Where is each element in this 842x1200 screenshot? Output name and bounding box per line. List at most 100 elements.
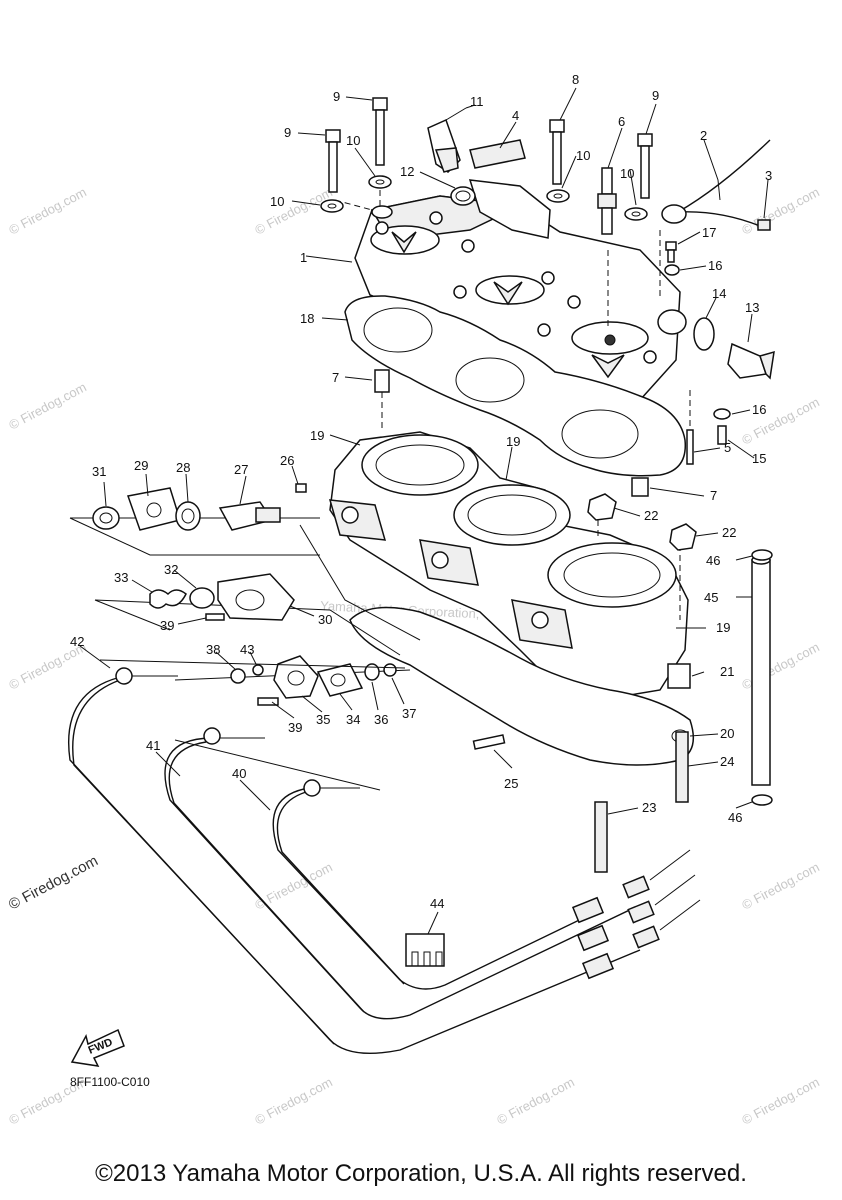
clip-46-bottom	[751, 794, 773, 806]
o-ring-14	[693, 317, 715, 351]
callout-34: 34	[346, 712, 360, 727]
cylinder-block	[328, 431, 689, 701]
copyright-notice: ©2013 Yamaha Motor Corporation, U.S.A. A…	[95, 1160, 747, 1187]
callout-11: 11	[470, 94, 484, 109]
callout-32: 32	[164, 562, 178, 577]
callout-19-right: 19	[716, 620, 730, 635]
callout-41: 41	[146, 738, 160, 753]
sensor-13	[727, 342, 775, 380]
callout-30: 30	[318, 612, 332, 627]
gasket-34	[316, 663, 364, 697]
callout-10-d: 10	[620, 166, 634, 181]
callout-26: 26	[280, 453, 294, 468]
seal-31	[92, 506, 120, 530]
cover-30	[217, 573, 295, 621]
callout-9-right: 9	[652, 88, 659, 103]
o-ring-12	[450, 186, 476, 206]
callout-23: 23	[642, 800, 656, 815]
bolts	[325, 97, 653, 199]
stud-24	[675, 731, 689, 803]
callout-40: 40	[232, 766, 246, 781]
callout-9-top: 9	[333, 89, 340, 104]
clamp-44	[405, 933, 445, 967]
washer-16-top	[664, 264, 680, 276]
watermark: © Firedog.com	[6, 184, 88, 237]
callout-9-left: 9	[284, 125, 291, 140]
screw-39-top	[205, 613, 225, 621]
callout-6: 6	[618, 114, 625, 129]
o-ring-43	[252, 664, 264, 676]
o-ring-38	[230, 668, 246, 684]
nut-22-right	[669, 523, 697, 551]
bolt-17	[665, 241, 677, 263]
callout-1: 1	[300, 250, 307, 265]
callout-25: 25	[504, 776, 518, 791]
callout-22-right: 22	[722, 525, 736, 540]
joint-28	[175, 501, 201, 531]
callout-14: 14	[712, 286, 726, 301]
cables	[68, 659, 701, 1055]
assembly-lines	[334, 190, 691, 620]
callout-10-b: 10	[270, 194, 284, 209]
plug-26	[295, 483, 307, 493]
left-lower-group	[174, 655, 411, 706]
left-upper-group	[69, 483, 320, 556]
watermark: © Firedog.com	[6, 379, 88, 432]
callout-35: 35	[316, 712, 330, 727]
screw-39-bottom	[257, 697, 279, 706]
spring-33	[149, 589, 187, 609]
dowel-7-left	[374, 369, 390, 393]
callout-3: 3	[765, 168, 772, 183]
callout-12: 12	[400, 164, 414, 179]
stud-23	[594, 801, 608, 873]
callout-8: 8	[572, 72, 579, 87]
callout-16-top: 16	[708, 258, 722, 273]
callout-22-left: 22	[644, 508, 658, 523]
watermark: © Firedog.com	[739, 184, 821, 237]
watermark: © Firedog.com	[739, 859, 821, 912]
stud-45	[751, 555, 771, 786]
callout-4: 4	[512, 108, 519, 123]
callout-29: 29	[134, 458, 148, 473]
callout-38: 38	[206, 642, 220, 657]
watermark-main: © Firedog.com	[6, 852, 101, 913]
clamp-3	[757, 219, 771, 231]
bolt-9-mid	[372, 97, 388, 166]
callout-33: 33	[114, 570, 128, 585]
cap-32	[189, 587, 215, 609]
callout-37: 37	[402, 706, 416, 721]
callout-46-bottom: 46	[728, 810, 742, 825]
left-middle-group	[94, 573, 401, 656]
callout-44: 44	[430, 896, 444, 911]
cable-40	[272, 787, 601, 990]
bolt-9-right	[637, 133, 653, 199]
washers	[320, 175, 648, 221]
watermark: © Firedog.com	[494, 1074, 576, 1127]
dowel-7-right	[631, 477, 649, 497]
callout-20: 20	[720, 726, 734, 741]
callout-13: 13	[745, 300, 759, 315]
leader-lines	[79, 87, 769, 935]
head-gasket	[344, 295, 687, 477]
callout-10-a: 10	[346, 133, 360, 148]
watermark: © Firedog.com	[739, 1074, 821, 1127]
cylinder-head	[354, 179, 687, 406]
clip-37	[383, 663, 397, 677]
stud-25	[472, 734, 506, 750]
base-gasket	[299, 524, 695, 766]
gasket-29	[127, 487, 181, 531]
callout-39-bottom: 39	[288, 720, 302, 735]
nut-22-left	[587, 493, 617, 521]
callout-46-top: 46	[706, 553, 720, 568]
callout-24: 24	[720, 754, 734, 769]
callout-45: 45	[704, 590, 718, 605]
callout-27: 27	[234, 462, 248, 477]
temp-sensor	[427, 107, 467, 173]
seal-36	[364, 663, 380, 681]
cable-42	[68, 675, 641, 1055]
callout-16-bottom: 16	[752, 402, 766, 417]
holder-35	[273, 655, 319, 699]
spark-plug	[597, 167, 617, 235]
callout-39-top: 39	[160, 618, 174, 633]
